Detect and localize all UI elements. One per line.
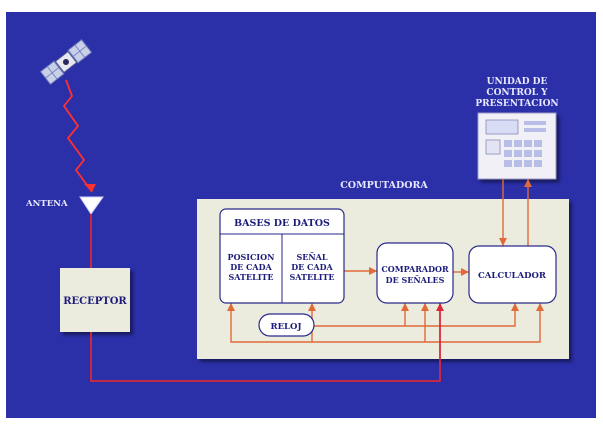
clock-label: RELOJ	[271, 322, 302, 332]
antenna-label: ANTENA	[25, 199, 68, 209]
comparator-label-1: COMPARADOR	[381, 264, 449, 274]
control-unit-label-1: UNIDAD DE	[487, 77, 548, 87]
signal-label-1: SEÑAL	[296, 252, 327, 262]
position-label-1: POSICION	[228, 252, 275, 262]
comparator-label-2: DE SEÑALES	[386, 275, 445, 285]
keypad-icon	[478, 113, 556, 179]
control-unit-label-2: CONTROL Y	[486, 88, 548, 98]
position-label-3: SATELITE	[228, 272, 273, 282]
position-label-2: DE CADA	[230, 262, 272, 272]
receiver-label: RECEPTOR	[63, 296, 127, 307]
databases-label: BASES DE DATOS	[234, 218, 330, 229]
control-unit-label-3: PRESENTACION	[475, 99, 558, 109]
calculator-label: CALCULADOR	[478, 271, 547, 281]
computer-label: COMPUTADORA	[340, 180, 428, 191]
signal-label-3: SATELITE	[289, 272, 334, 282]
signal-label-2: DE CADA	[291, 262, 333, 272]
